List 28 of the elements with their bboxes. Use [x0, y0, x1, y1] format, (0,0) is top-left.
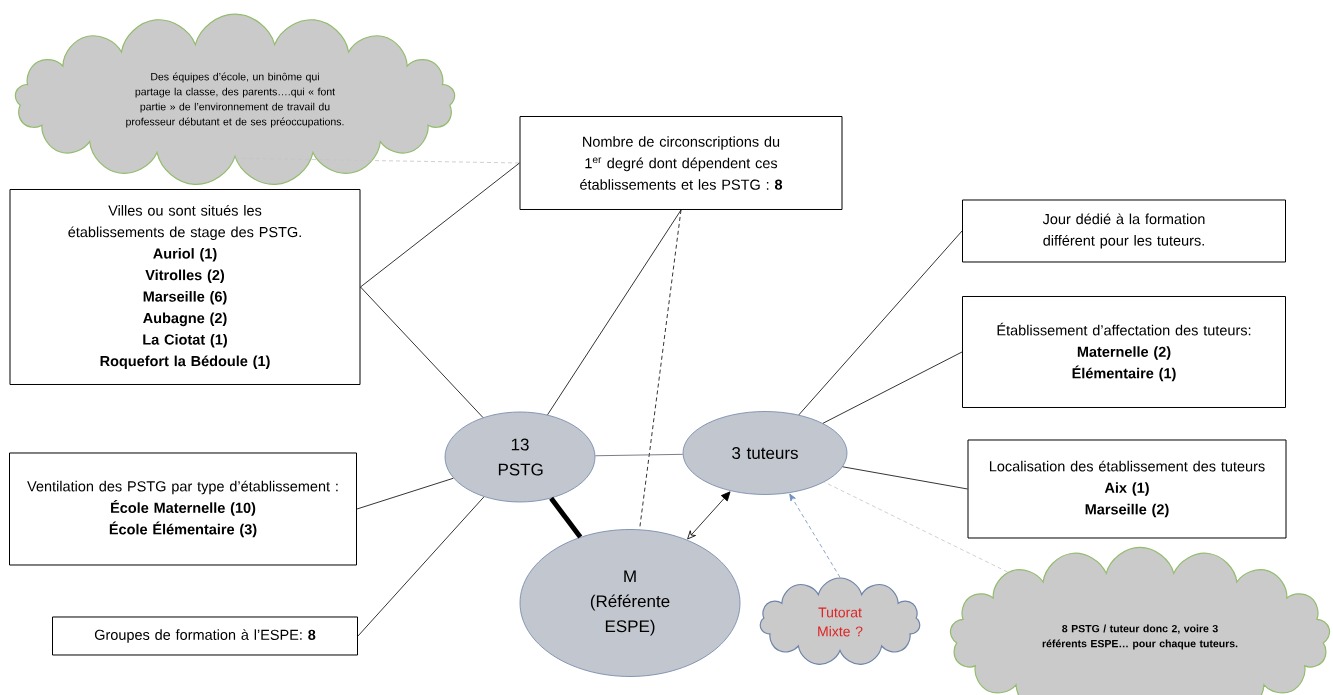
text-box: Jour dédié à la formation différent pour les tuteurs.: [962, 199, 1286, 263]
connector-line: [822, 351, 963, 424]
text-box: Localisation des établissement des tuteurs Aix (1) Marseille (2): [967, 439, 1287, 539]
ellipse-node: 13 PSTG: [444, 411, 596, 503]
connector-line: [842, 466, 968, 490]
text-box: Établissement d’affectation des tuteurs: Maternelle (2) Élémentaire (1): [962, 296, 1286, 408]
connector-line: [547, 209, 682, 416]
text-box: Villes ou sont situés les établissements de stage des PSTG. Auriol (1) Vitrolles (2) Marseille (6) Aubagne (2) La Ciotat (1) Roquefort la Bédoule (1): [9, 189, 361, 385]
arrow: [687, 491, 731, 540]
thought-cloud: Tutorat Mixte ?: [759, 577, 921, 665]
arrow: [789, 493, 841, 578]
connector-line: [549, 496, 583, 539]
text-box: Ventilation des PSTG par type d’établissement : École Maternelle (10) École Élémentaire (3): [9, 452, 357, 566]
text-box: Groupes de formation à l’ESPE: 8: [52, 616, 358, 656]
text-box: Nombre de circonscriptions du 1$^{er}$ degré dont dépendent ces établissements et les PSTG : 8: [519, 116, 843, 210]
thought-cloud: 8 PSTG / tuteur donc 2, voire 3 référents ESPE… pour chaque tuteurs.: [949, 546, 1331, 695]
thought-cloud: Des équipes d’école, un binôme qui partage la classe, des parents….qui « font partie » de l’environnement de travail du professeur débutant et de ses préoccupations.: [14, 13, 456, 185]
connector-line: [356, 477, 454, 510]
connector-line: [234, 157, 520, 164]
connector-line: [357, 496, 485, 637]
ellipse-node: 3 tuteurs: [682, 411, 848, 495]
connector-line: [595, 453, 684, 457]
ellipse-node: M (Référente ESPE): [519, 529, 741, 677]
connector-line: [823, 481, 1008, 573]
connector-line: [360, 162, 520, 288]
connector-line: [798, 230, 963, 416]
connector-line: [360, 286, 484, 418]
connector-line: [639, 209, 682, 530]
